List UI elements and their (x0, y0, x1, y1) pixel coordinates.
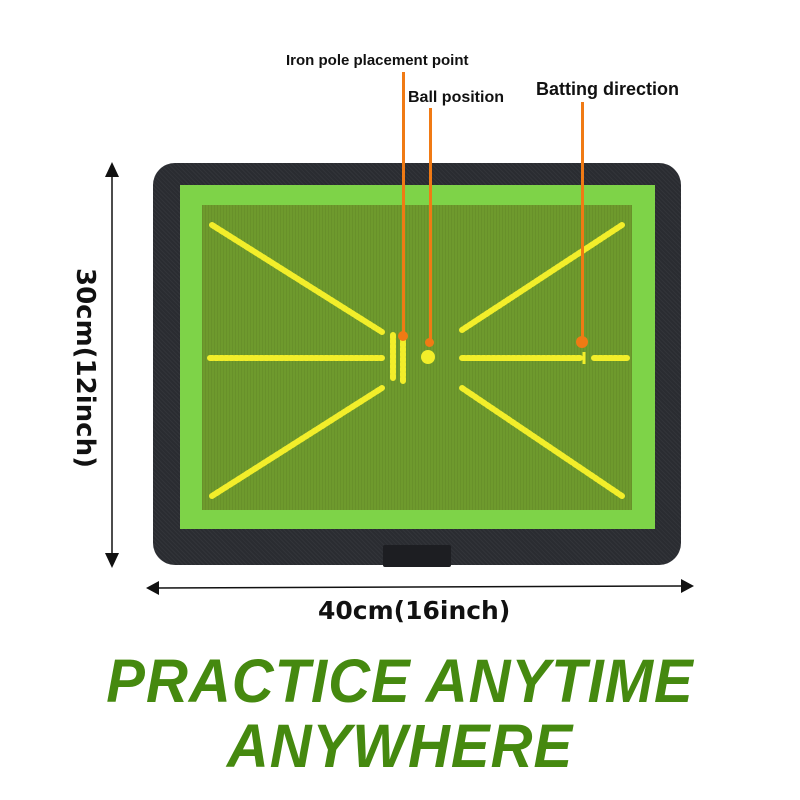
ball-position-marker (421, 350, 435, 364)
arrow-left-icon (146, 581, 159, 595)
ball-position-dot (425, 338, 434, 347)
batting-direction-dot (576, 336, 588, 348)
slogan-line-2: ANYWHERE (226, 712, 574, 781)
callout-ball-position-label: Ball position (408, 89, 504, 106)
height-dimension-arrow (105, 162, 119, 568)
callout-iron-pole-label: Iron pole placement point (286, 52, 469, 69)
batting-direction-leader-line (581, 102, 584, 340)
mat-bottom-tab (383, 545, 451, 567)
width-dimension-label: 40cm(16inch) (318, 596, 511, 625)
iron-pole-dot (398, 331, 408, 341)
iron-pole-leader-line (402, 72, 405, 335)
ball-position-leader-line (429, 108, 432, 341)
arrow-right-icon (681, 579, 694, 593)
width-dimension-arrow (146, 579, 694, 595)
arrow-down-icon (105, 553, 119, 568)
height-dimension-label: 30cm(12inch) (70, 268, 100, 468)
slogan-line-1: PRACTICE ANYTIME (106, 647, 694, 716)
callout-batting-direction-label: Batting direction (536, 79, 679, 99)
arrow-up-icon (105, 162, 119, 177)
